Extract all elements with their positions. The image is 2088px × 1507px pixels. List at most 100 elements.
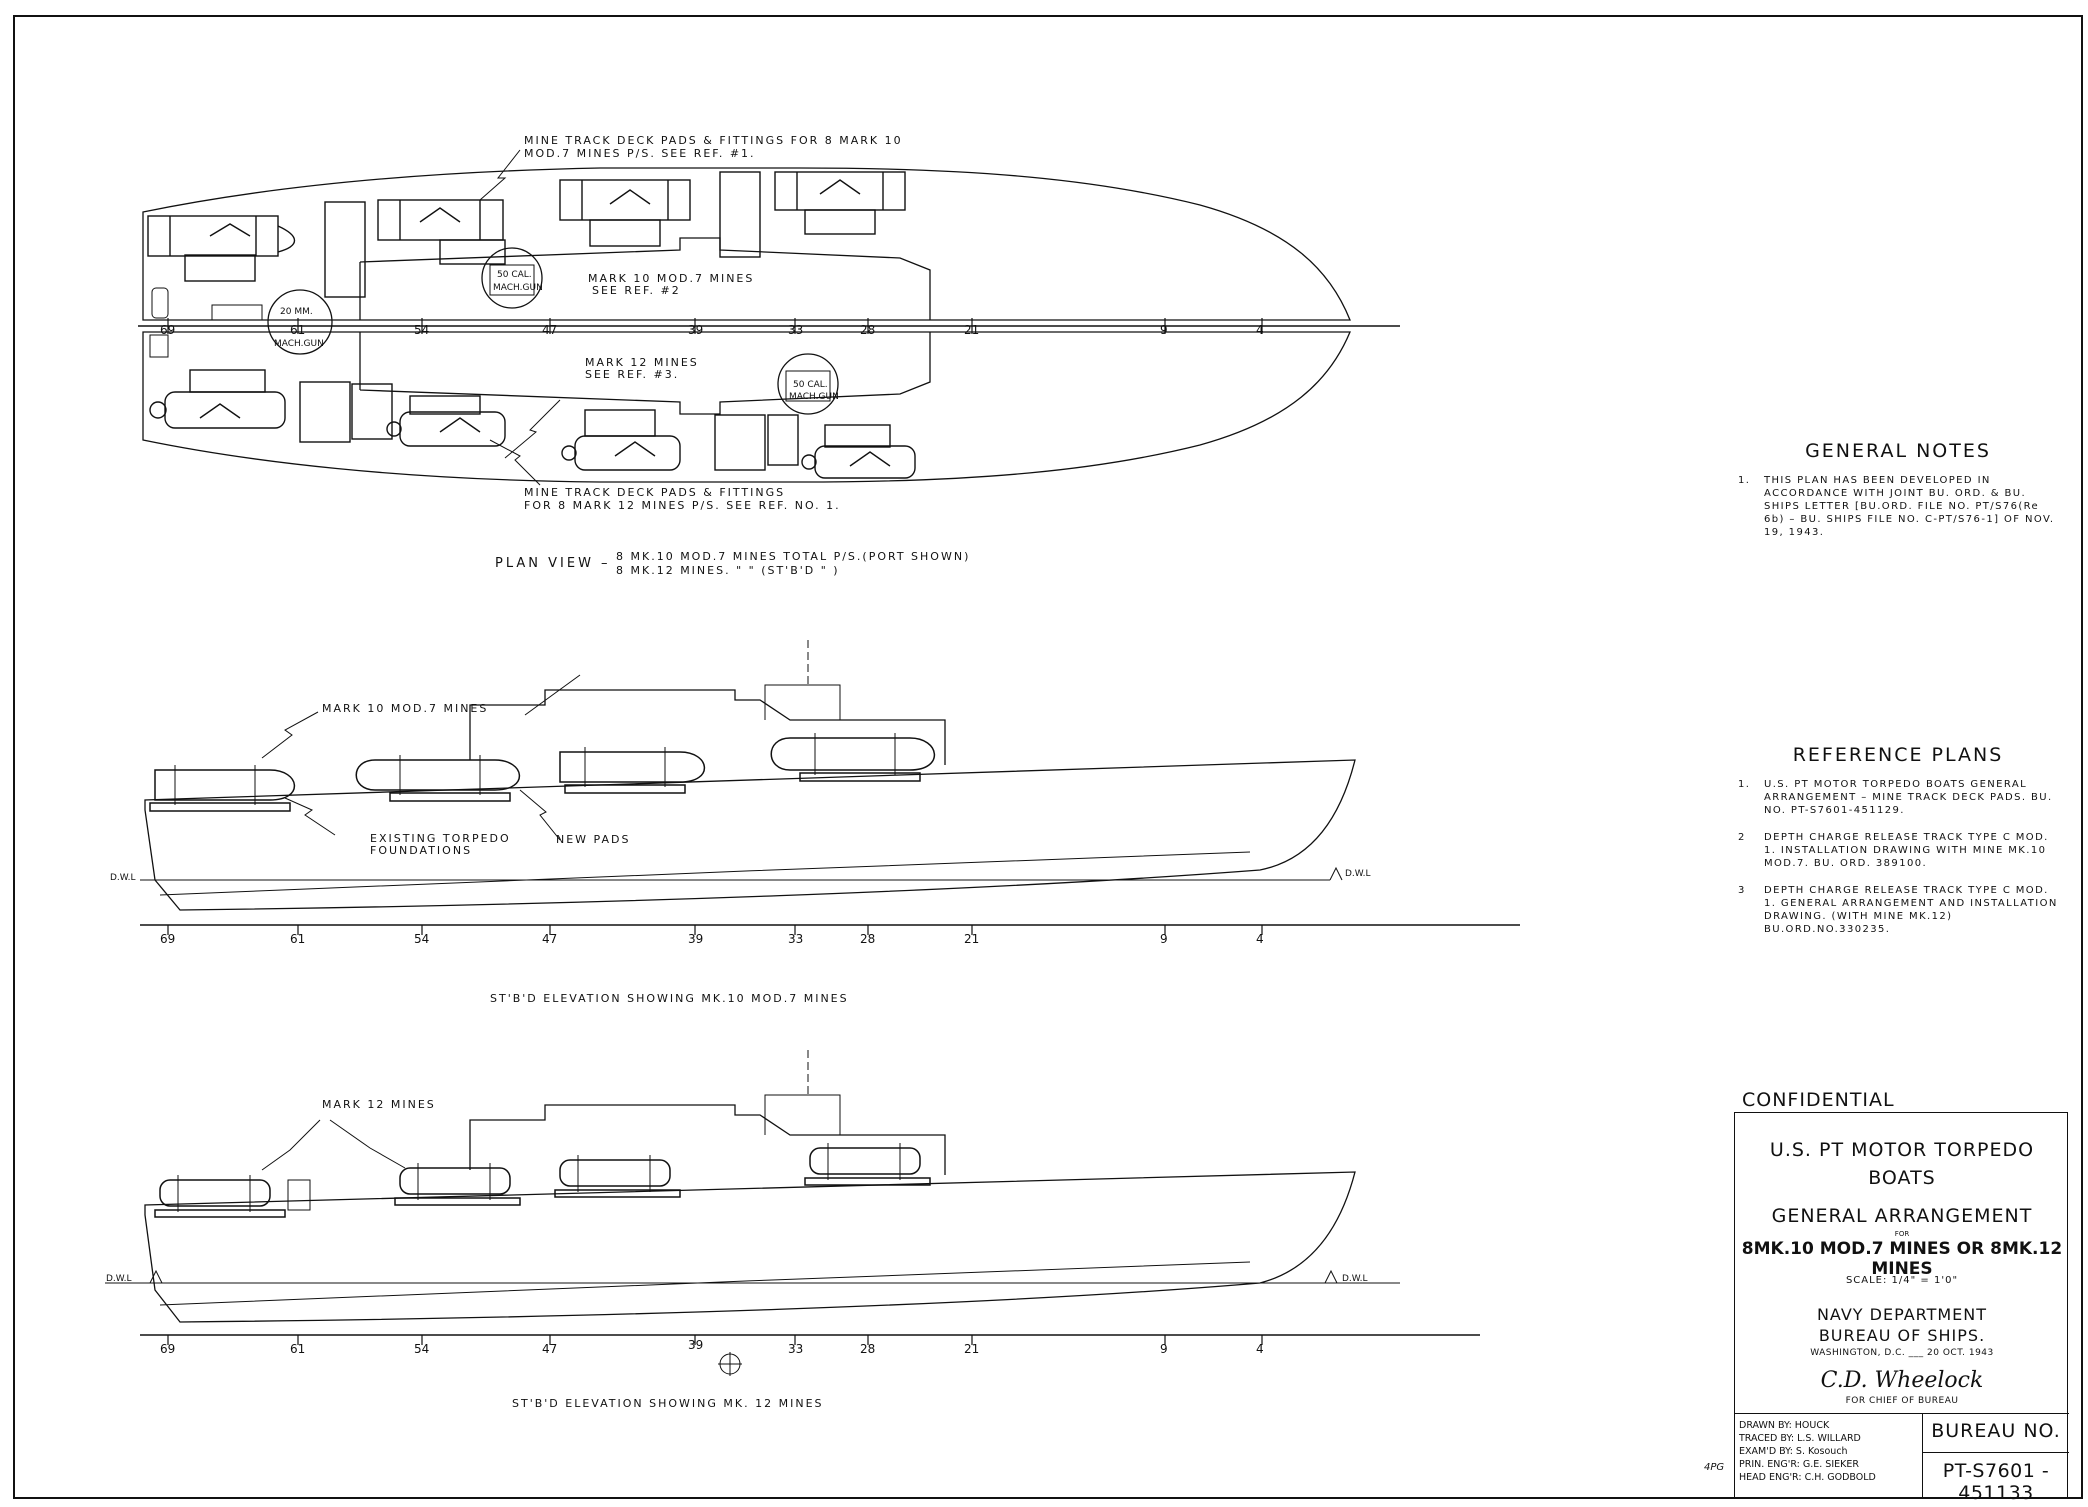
elevation-mk12 xyxy=(105,1050,1480,1376)
station-label: 69 xyxy=(160,932,175,946)
plan-view-labels: MINE TRACK DECK PADS & FITTINGS FOR 8 MA… xyxy=(160,134,1264,577)
reference-plan-item: 1. U.S. PT MOTOR TORPEDO BOATS GENERAL A… xyxy=(1738,778,2058,817)
station-label: 33 xyxy=(788,323,803,337)
ref-text: U.S. PT MOTOR TORPEDO BOATS GENERAL ARRA… xyxy=(1764,779,2053,816)
station-label: 28 xyxy=(860,323,875,337)
mk12-callout-mines: MARK 12 MINES xyxy=(322,1098,436,1111)
title-place-date: WASHINGTON, D.C. ___ 20 OCT. 1943 xyxy=(1810,1348,1994,1358)
station-label: 61 xyxy=(290,1342,305,1356)
general-notes: GENERAL NOTES 1. THIS PLAN HAS BEEN DEVE… xyxy=(1738,440,2058,553)
title-scale: SCALE: 1/4" = 1'0" xyxy=(1845,1275,1959,1286)
station-label: 28 xyxy=(860,1342,875,1356)
plan-callout-deck-pads-top: MINE TRACK DECK PADS & FITTINGS FOR 8 MA… xyxy=(524,134,903,147)
plan-callout-deck-pads-top-2: MOD.7 MINES P/S. SEE REF. #1. xyxy=(524,147,756,160)
mk10-station-labels: 69 61 54 47 39 33 28 21 9 4 xyxy=(160,932,1264,946)
title-dept-1: NAVY DEPARTMENT xyxy=(1816,1305,1988,1324)
station-label: 21 xyxy=(964,932,979,946)
title-line-4: 8MK.10 MOD.7 MINES OR 8MK.12 MINES xyxy=(1741,1239,2063,1279)
mk10-callout-mines: MARK 10 MOD.7 MINES xyxy=(322,702,488,715)
title-for: FOR xyxy=(1894,1230,1910,1238)
gun-50-cal-bottom-label: 50 CAL. xyxy=(793,380,828,390)
mk10-callout-new-pads: NEW PADS xyxy=(556,833,630,846)
station-label: 21 xyxy=(964,323,979,337)
title-block-bottom: DRAWN BY: HOUCK TRACED BY: L.S. WILLARD … xyxy=(1735,1413,2069,1504)
station-label: 9 xyxy=(1160,323,1168,337)
station-label: 47 xyxy=(542,323,557,337)
station-label: 9 xyxy=(1160,932,1168,946)
sheet-border xyxy=(13,15,2083,1499)
mk12-dwl-left: D.W.L xyxy=(106,1274,132,1284)
station-label: 39 xyxy=(688,1338,703,1352)
confidential-stamp: CONFIDENTIAL xyxy=(1742,1089,1895,1111)
plan-callout-mark10-ref: SEE REF. #2 xyxy=(592,284,681,297)
station-label: 61 xyxy=(290,323,305,337)
title-line-3: GENERAL ARRANGEMENT xyxy=(1771,1205,2033,1227)
ref-number: 3 xyxy=(1738,885,1746,896)
reference-plans: REFERENCE PLANS 1. U.S. PT MOTOR TORPEDO… xyxy=(1738,744,2058,950)
station-label: 33 xyxy=(788,932,803,946)
ref-text: DEPTH CHARGE RELEASE TRACK TYPE C MOD. 1… xyxy=(1764,832,2049,869)
station-label: 4 xyxy=(1256,323,1264,337)
gun-50-cal-bottom-label-2: MACH.GUN xyxy=(789,392,839,402)
station-label: 54 xyxy=(414,932,429,946)
ref-number: 1. xyxy=(1738,779,1751,790)
plan-callout-deck-pads-bottom-2: FOR 8 MARK 12 MINES P/S. SEE REF. NO. 1. xyxy=(524,499,841,512)
traced-by: TRACED BY: L.S. WILLARD xyxy=(1739,1433,1861,1444)
station-label: 9 xyxy=(1160,1342,1168,1356)
title-line-2: BOATS xyxy=(1868,1167,1936,1189)
mk12-station-labels: 69 61 54 47 39 33 28 21 9 4 xyxy=(160,1338,1264,1356)
gun-50-cal-top-label: 50 CAL. xyxy=(497,270,532,280)
mk10-dwl-left: D.W.L xyxy=(110,873,136,883)
station-label: 54 xyxy=(414,1342,429,1356)
plan-caption-line2: 8 MK.12 MINES. " " (ST'B'D " ) xyxy=(616,564,840,577)
station-label: 4 xyxy=(1256,1342,1264,1356)
bureau-divider xyxy=(1923,1452,2069,1453)
elevation-mk12-labels: MARK 12 MINES D.W.L D.W.L ST'B'D ELEVATI… xyxy=(106,1098,1368,1410)
drawn-by: DRAWN BY: HOUCK xyxy=(1739,1420,1830,1431)
general-notes-title: GENERAL NOTES xyxy=(1805,440,1991,462)
bureau-number: PT-S7601 - 451133 xyxy=(1942,1460,2050,1504)
general-note-item: 1. THIS PLAN HAS BEEN DEVELOPED IN ACCOR… xyxy=(1738,474,2058,539)
note-number: 1. xyxy=(1738,475,1751,486)
station-label: 69 xyxy=(160,1342,175,1356)
note-text: THIS PLAN HAS BEEN DEVELOPED IN ACCORDAN… xyxy=(1764,475,2055,538)
ref-text: DEPTH CHARGE RELEASE TRACK TYPE C MOD. 1… xyxy=(1764,885,2058,935)
mk10-dwl-right: D.W.L xyxy=(1345,869,1371,879)
bureau-number-box: BUREAU NO. PT-S7601 - 451133 xyxy=(1923,1414,2069,1504)
station-label: 39 xyxy=(688,932,703,946)
head-engr: HEAD ENG'R: C.H. GODBOLD xyxy=(1739,1472,1876,1483)
plan-callout-mark12: MARK 12 MINES xyxy=(585,356,699,369)
bureau-label: BUREAU NO. xyxy=(1931,1420,2061,1442)
plan-callout-mark10: MARK 10 MOD.7 MINES xyxy=(588,272,754,285)
station-label: 28 xyxy=(860,932,875,946)
plan-caption-line1: 8 MK.10 MOD.7 MINES TOTAL P/S.(PORT SHOW… xyxy=(616,550,970,563)
title-block: U.S. PT MOTOR TORPEDO BOATS GENERAL ARRA… xyxy=(1734,1112,2069,1504)
gun-50-cal-top-label-2: MACH.GUN xyxy=(493,283,543,293)
plan-callout-deck-pads-bottom: MINE TRACK DECK PADS & FITTINGS xyxy=(524,486,785,499)
title-line-1: U.S. PT MOTOR TORPEDO xyxy=(1769,1139,2035,1161)
elevation-mk10-labels: MARK 10 MOD.7 MINES EXISTING TORPEDO FOU… xyxy=(110,702,1371,1005)
station-label: 4 xyxy=(1256,932,1264,946)
mk10-callout-foundations: EXISTING TORPEDO xyxy=(370,832,511,845)
mk12-dwl-right: D.W.L xyxy=(1342,1274,1368,1284)
corner-initials: 4PG xyxy=(1704,1462,1725,1473)
station-label: 54 xyxy=(414,323,429,337)
signature: C.D. Wheelock xyxy=(1820,1368,1984,1393)
station-label: 61 xyxy=(290,932,305,946)
examd-by: EXAM'D BY: S. Kosouch xyxy=(1739,1446,1848,1457)
mk10-caption: ST'B'D ELEVATION SHOWING MK.10 MOD.7 MIN… xyxy=(490,992,849,1005)
reference-plan-item: 3 DEPTH CHARGE RELEASE TRACK TYPE C MOD.… xyxy=(1738,884,2058,936)
ref-number: 2 xyxy=(1738,832,1746,843)
elevation-mk10 xyxy=(140,640,1520,935)
mk10-callout-foundations-2: FOUNDATIONS xyxy=(370,844,472,857)
station-label: 47 xyxy=(542,1342,557,1356)
station-label: 39 xyxy=(688,323,703,337)
reference-plans-title: REFERENCE PLANS xyxy=(1792,744,2004,766)
prin-engr: PRIN. ENG'R: G.E. SIEKER xyxy=(1739,1459,1859,1470)
station-label: 69 xyxy=(160,323,175,337)
plan-view xyxy=(138,149,1400,486)
reference-plan-item: 2 DEPTH CHARGE RELEASE TRACK TYPE C MOD.… xyxy=(1738,831,2058,870)
mk12-caption: ST'B'D ELEVATION SHOWING MK. 12 MINES xyxy=(512,1397,824,1410)
